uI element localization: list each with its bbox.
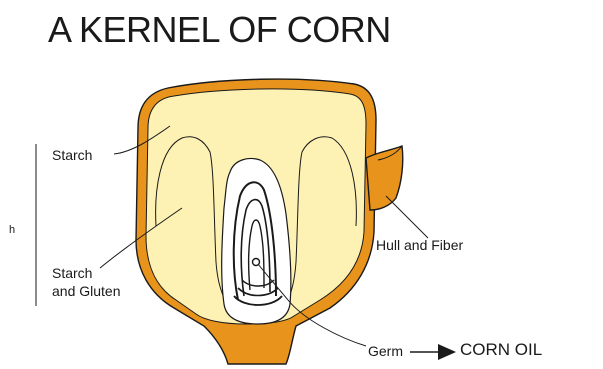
germ-to-oil-arrow-head	[438, 344, 456, 360]
hull-fiber-flap	[366, 146, 403, 210]
label-starch: Starch	[52, 146, 92, 164]
label-corn-oil: CORN OIL	[460, 340, 542, 360]
label-starch-and-gluten-line1: Starch	[52, 264, 121, 282]
label-germ: Germ	[368, 342, 403, 360]
label-hull-and-fiber: Hull and Fiber	[376, 236, 463, 254]
hull-fiber-leader-line	[386, 196, 428, 238]
label-starch-and-gluten: Starch and Gluten	[52, 264, 121, 300]
label-starch-and-gluten-line2: and Gluten	[52, 282, 121, 300]
label-height-mark: h	[9, 224, 15, 236]
